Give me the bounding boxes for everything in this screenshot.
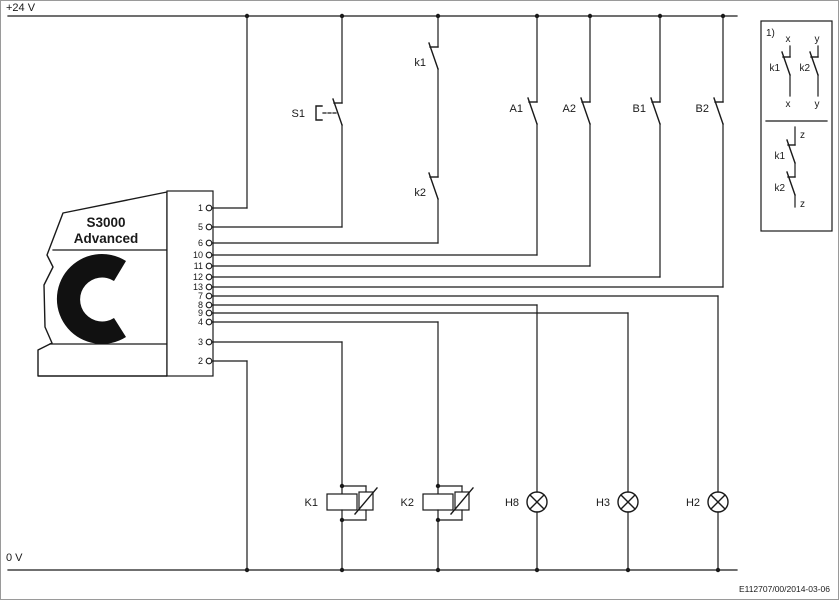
pin-label: 4 [198,317,203,327]
legend-z-bottom: z [800,199,805,210]
pin-label: 13 [193,282,203,292]
terminal-strip [166,190,214,377]
nc-contact-icon [713,97,724,125]
control-switch-b2: B2 [211,15,724,288]
nc-contact-icon [428,172,439,200]
relay-coil-icon [326,493,358,511]
lamp-label: H2 [686,497,700,509]
pin-label: 10 [193,250,203,260]
pin-label: 3 [198,337,203,347]
pin-label: 2 [198,356,203,366]
lamp-label: H3 [596,497,610,509]
pin-label: 11 [194,261,203,271]
pin-label: 6 [198,238,203,248]
control-switch-a1: A1 [211,15,538,256]
reset-switch-s1: S1 [211,15,343,228]
lamp-label: H8 [505,497,519,509]
ground-rail-label: 0 V [6,552,23,564]
legend-box: 1) x y k1 x k2 y z k1 k2 [760,20,833,232]
pushbutton-contact-icon [315,98,343,126]
pin-label: 8 [198,300,203,310]
legend-x-top: x [786,34,791,45]
switch-label: B1 [633,103,646,115]
contact-label: k2 [414,187,426,199]
switch-label: B2 [696,103,709,115]
scan-window-icon [56,254,126,344]
switch-label: A2 [563,103,576,115]
varistor-icon [354,487,378,515]
legend-k1-series: k1 [774,151,785,162]
switch-label: S1 [292,108,305,120]
control-switch-a2: A2 [211,15,591,267]
pin-label: 7 [198,291,203,301]
nc-contact-icon [428,42,439,70]
pin-numbers: 1 5 6 10 11 12 13 7 8 9 4 3 2 [193,203,203,366]
legend-y-top: y [815,34,820,45]
nc-contact-icon [809,51,819,76]
doc-reference: E112707/00/2014-03-06 [739,584,830,594]
pin-terminals [205,204,213,365]
relay-label: K2 [401,497,414,509]
nc-contact-icon [786,139,796,164]
nc-contact-icon [781,51,791,76]
device-name-line1: S3000 [86,215,125,230]
legend-z-top: z [800,130,805,141]
relay-coil-icon [422,493,454,511]
relay-k1-branch: K1 [211,341,378,571]
bottom-rail: 0 V [6,552,738,573]
lamp-h8-branch: H8 [211,304,548,571]
pin-label: 1 [198,203,203,213]
wire-pin2-ground [211,360,248,571]
lamp-h2-branch: H2 [211,295,729,571]
nc-contact-icon [527,97,538,125]
legend-y-bottom: y [815,99,820,110]
pin-label: 9 [198,308,203,318]
lamp-h3-branch: H3 [211,312,639,571]
edm-contacts-k1-k2: k1 k2 [211,15,439,244]
legend-k2-series: k2 [774,183,785,194]
nc-contact-icon [786,171,796,196]
supply-rail-label: +24 V [6,2,36,14]
scanner-device: S3000 Advanced 1 5 6 10 11 12 13 7 8 9 4… [37,190,214,377]
pin-label: 12 [193,272,203,282]
device-name-line2: Advanced [74,231,139,246]
relay-label: K1 [305,497,318,509]
relay-k2-branch: K2 [211,321,474,571]
legend-k2-parallel: k2 [799,63,810,74]
wire-pin1-supply [211,15,248,209]
legend-k1-parallel: k1 [769,63,780,74]
pin-label: 5 [198,222,203,232]
legend-x-bottom: x [786,99,791,110]
control-switch-b1: B1 [211,15,661,278]
legend-index: 1) [766,28,775,39]
nc-contact-icon [580,97,591,125]
switch-label: A1 [510,103,523,115]
nc-contact-icon [650,97,661,125]
contact-label: k1 [414,57,426,69]
